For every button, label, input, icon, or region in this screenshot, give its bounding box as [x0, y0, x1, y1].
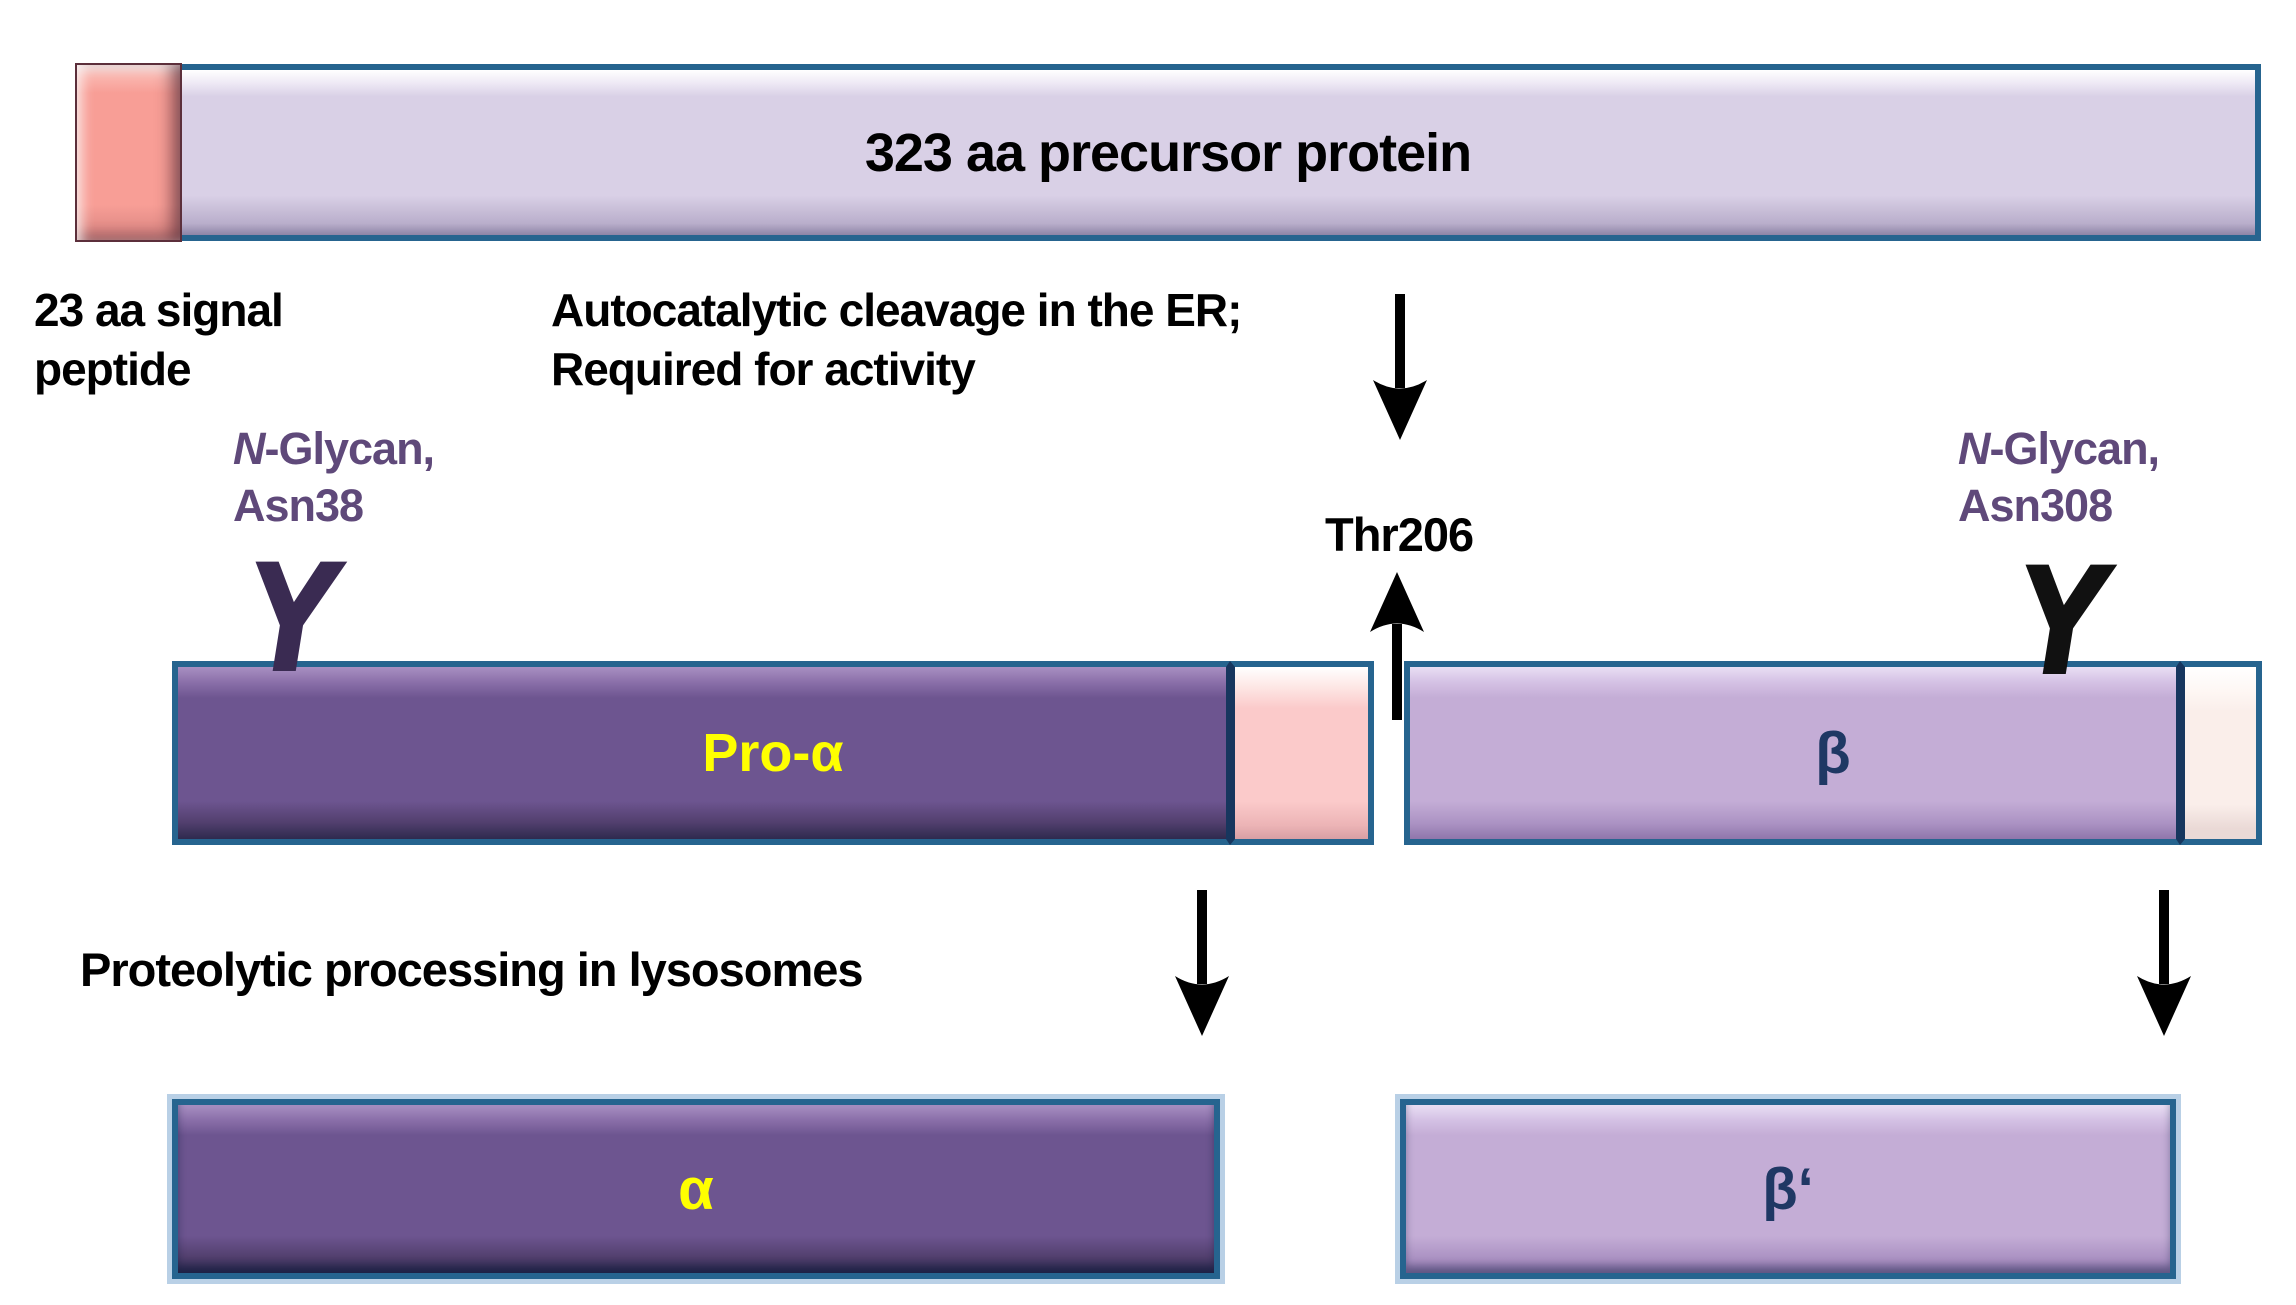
lysosome-processing-caption: Proteolytic processing in lysosomes — [80, 943, 864, 996]
beta-prime-label: β‘ — [1762, 1156, 1814, 1222]
glycan-asn38-n: N — [233, 423, 265, 474]
beta-prime-bar: β‘ — [1400, 1099, 2176, 1279]
beta-propeptide-segment — [2180, 661, 2262, 845]
autocatalytic-caption: Autocatalytic cleavage in the ER; Requir… — [551, 281, 1242, 399]
beta-segment — [1404, 661, 2180, 845]
pro-alpha-propeptide-segment — [1230, 661, 1374, 845]
beta-bar: β — [1404, 661, 2262, 845]
glycan-asn38-line1: N-Glycan, — [233, 420, 436, 477]
glycan-symbol-icon: Y — [247, 533, 337, 707]
signal-peptide-caption: 23 aa signal peptide — [34, 281, 284, 399]
down-arrow-icon — [2135, 890, 2193, 1036]
down-arrow-icon — [1371, 294, 1429, 440]
pro-alpha-segment — [172, 661, 1230, 845]
up-arrow-icon — [1368, 572, 1426, 720]
signal-peptide-caption-line2: peptide — [34, 343, 192, 395]
glycan-asn308-caption: N-Glycan, Asn308 — [1958, 420, 2161, 534]
glycan-asn308-line2: Asn308 — [1958, 480, 2113, 531]
precursor-bar: 323 aa precursor protein — [75, 63, 2261, 242]
down-arrow-icon — [1173, 890, 1231, 1036]
signal-peptide-caption-line1: 23 aa signal — [34, 284, 284, 336]
glycan-asn308-rest: -Glycan, — [1989, 423, 2161, 474]
glycan-symbol-icon: Y — [2017, 536, 2107, 710]
glycan-asn308-n: N — [1958, 423, 1990, 474]
glycan-asn38-caption: N-Glycan, Asn38 — [233, 420, 436, 534]
pro-alpha-bar: Pro-α — [172, 661, 1374, 845]
autocatalytic-caption-line1: Autocatalytic cleavage in the ER; — [551, 284, 1242, 336]
cleavage-site-label: Thr206 — [1325, 508, 1474, 561]
glycan-asn38-rest: -Glycan, — [264, 423, 436, 474]
alpha-label: α — [678, 1156, 714, 1222]
glycan-asn38-line2: Asn38 — [233, 480, 364, 531]
alpha-bar: α — [172, 1099, 1220, 1279]
autocatalytic-caption-line2: Required for activity — [551, 343, 976, 395]
glycan-asn308-line1: N-Glycan, — [1958, 420, 2161, 477]
precursor-label: 323 aa precursor protein — [864, 122, 1472, 183]
signal-peptide-block — [75, 63, 182, 242]
